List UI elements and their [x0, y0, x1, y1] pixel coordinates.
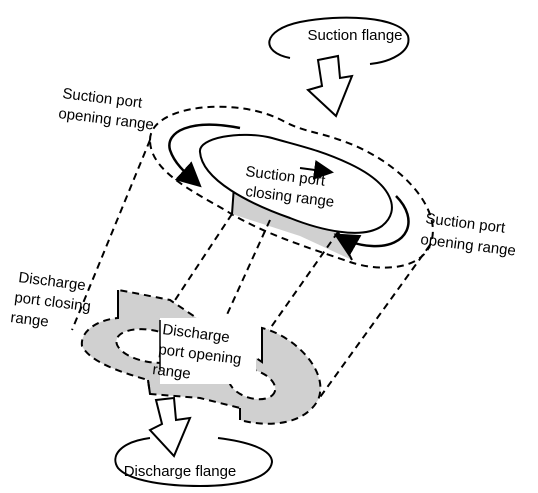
discharge-opening-range-region	[159, 318, 256, 384]
discharge-closing-range-line3: range	[10, 309, 50, 331]
discharge-opening-range-line3: range	[152, 361, 192, 383]
suction-flange-label: Suction flange	[307, 27, 402, 44]
suction-rotation-arrows	[168, 123, 410, 257]
discharge-outlet-arrow	[148, 396, 192, 458]
suction-inner-track	[199, 133, 393, 234]
discharge-flange-label: Discharge flange	[124, 463, 237, 480]
suction-inlet-arrow	[306, 54, 354, 118]
discharge-flange	[114, 437, 274, 488]
suction-port-outline	[148, 105, 434, 269]
suction-flange	[268, 16, 410, 65]
